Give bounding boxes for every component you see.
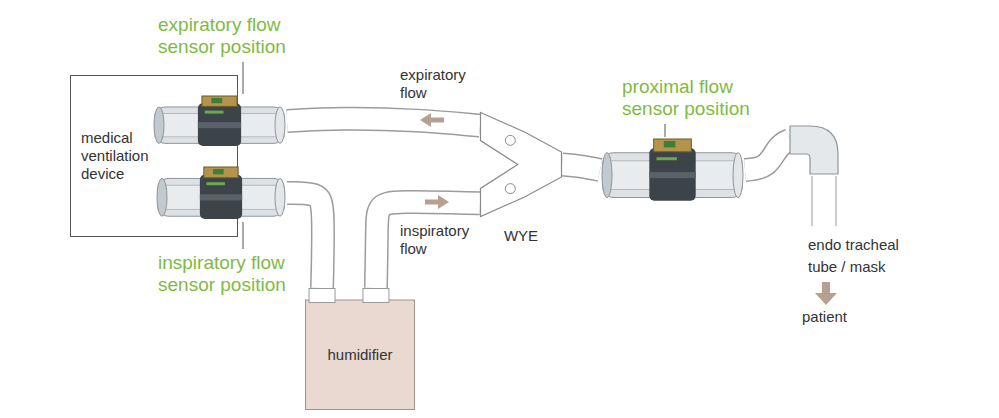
flow-sensor: inspiratory flow sensor position — [155, 166, 287, 220]
tube-wall — [562, 165, 600, 171]
leader-line — [243, 62, 244, 94]
humidifier-box: humidifier — [305, 288, 415, 410]
tube-bore — [562, 165, 600, 171]
position-label: expiratory flow sensor position — [158, 14, 308, 58]
node-shape — [480, 112, 562, 217]
tube-end — [275, 107, 285, 143]
tube-bore — [376, 202, 480, 288]
flow-arrow — [815, 282, 837, 305]
humidifier-port — [363, 289, 389, 303]
wye-port — [505, 184, 515, 194]
part-label: patient — [802, 308, 862, 326]
flow-label: inspiratory flow — [400, 222, 480, 258]
node-shape — [790, 118, 848, 228]
tube-wall — [812, 176, 813, 226]
wye-port — [505, 135, 515, 145]
tube-end — [275, 178, 285, 216]
flow-sensor: proximal flow sensor position — [600, 138, 745, 202]
wye-outline — [481, 113, 562, 217]
humidifier-body — [306, 300, 415, 410]
node-shape — [155, 166, 287, 220]
humidifier-port — [309, 289, 335, 303]
tube-wall — [287, 119, 480, 126]
flow-label: expiratory flow — [400, 66, 472, 102]
sensor-pcb — [202, 96, 237, 106]
housing-stripe — [198, 122, 241, 128]
part-label: WYE — [480, 227, 562, 245]
position-label: inspiratory flow sensor position — [158, 252, 308, 296]
tube-bore — [745, 140, 790, 170]
tube-wall — [745, 140, 790, 170]
housing-stripe — [200, 194, 242, 200]
node-shape — [600, 138, 745, 202]
sensor-logo — [206, 182, 224, 185]
breathing-tube — [287, 119, 480, 126]
leader-line — [665, 124, 666, 137]
breathing-tube — [745, 140, 790, 170]
wye-connector: WYE — [480, 112, 562, 217]
tube-wall — [836, 176, 837, 226]
tube-end — [602, 153, 612, 198]
elbow-connector — [790, 126, 838, 174]
sensor-chip — [211, 98, 222, 103]
part-label: endo tracheal tube / mask — [808, 234, 908, 278]
tube-wall — [287, 193, 323, 288]
tube-end — [154, 107, 164, 143]
tube-end — [733, 153, 743, 198]
flow-arrow — [425, 195, 449, 209]
sensor-pcb — [654, 139, 692, 152]
tube-bore — [287, 193, 323, 288]
flow-arrow — [420, 113, 444, 127]
breathing-tube — [376, 202, 480, 288]
breathing-tube — [287, 193, 323, 288]
flow-sensor: expiratory flow sensor position — [152, 95, 287, 147]
sensor-logo — [205, 111, 224, 114]
sensor-chip — [213, 169, 224, 174]
housing-stripe — [649, 172, 695, 178]
node-shape — [152, 95, 287, 147]
sensor-chip — [664, 141, 676, 147]
box-label: humidifier — [327, 346, 392, 364]
box-label: medical ventilation device — [81, 129, 159, 183]
tube-bore — [287, 119, 480, 126]
position-label: proximal flow sensor position — [622, 76, 762, 120]
leader-line — [243, 222, 244, 249]
tube-wall — [376, 202, 480, 288]
tube-elbow: endo tracheal tube / mask — [790, 118, 848, 228]
sensor-logo — [657, 157, 677, 160]
breathing-tube — [562, 165, 600, 171]
sensor-housing — [198, 103, 241, 146]
sensor-housing — [200, 175, 242, 219]
sensor-housing — [649, 148, 695, 200]
sensor-pcb — [204, 167, 238, 178]
tube-end — [157, 178, 167, 216]
